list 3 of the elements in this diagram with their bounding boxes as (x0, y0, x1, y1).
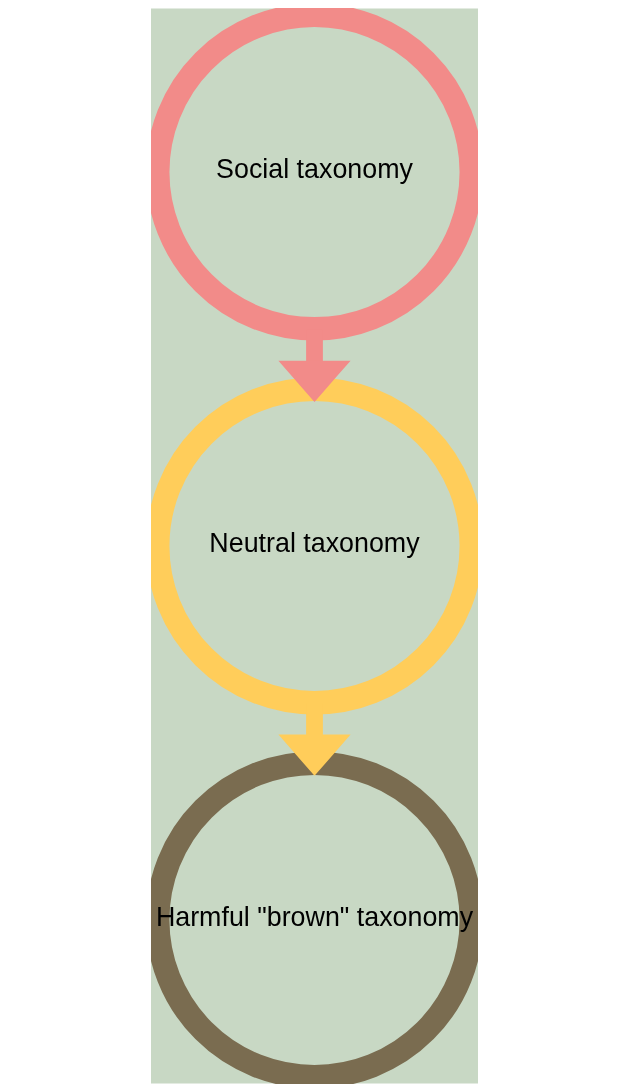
node-circle: Social taxonomy (151, 8, 478, 341)
node-circle: Harmful "brown" taxonomy (151, 751, 478, 1084)
node-circle: Neutral taxonomy (151, 377, 478, 715)
